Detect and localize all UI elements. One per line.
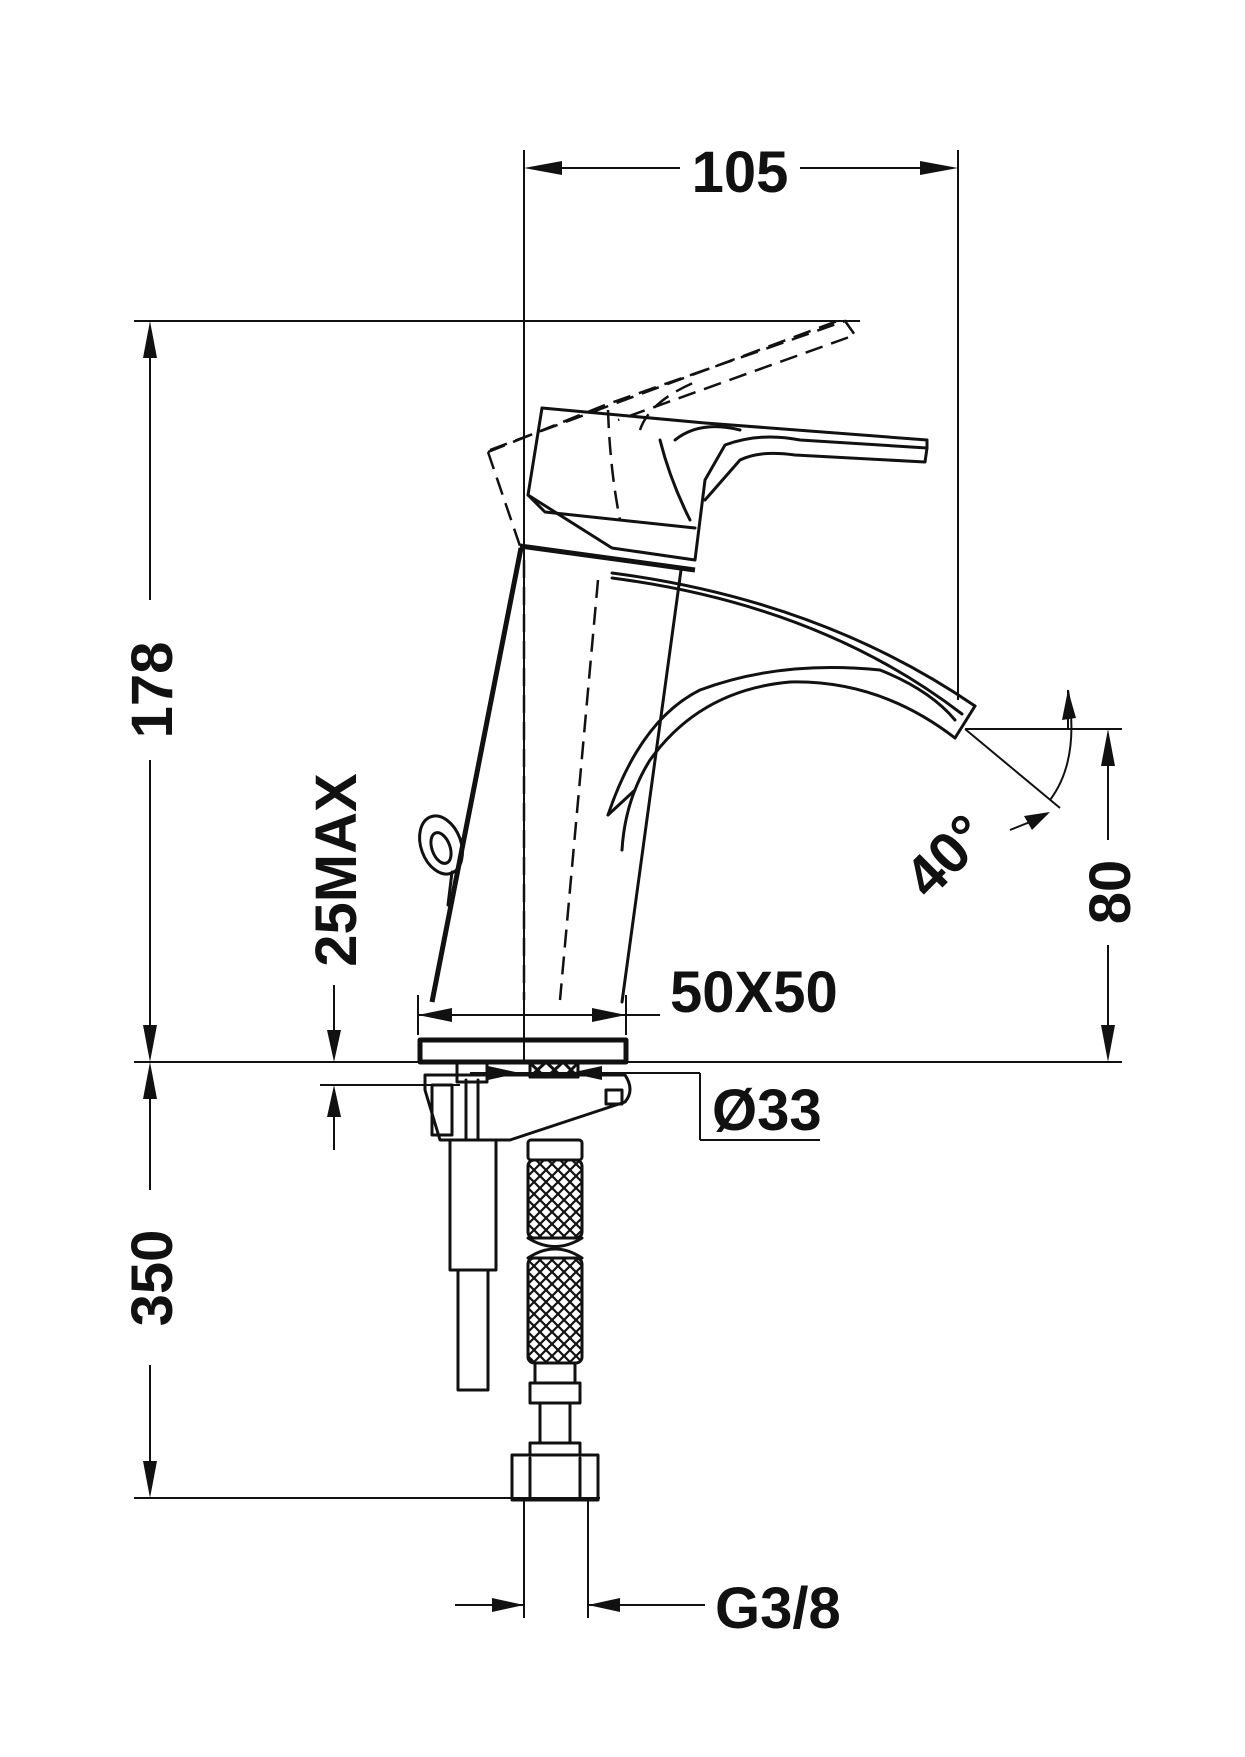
threaded-rod (448, 1060, 498, 1392)
dimension-label-g38: G3/8 (715, 1576, 841, 1641)
supply-hose (510, 1138, 600, 1502)
dimension-d33: Ø33 (470, 1066, 822, 1143)
dimension-label-350: 350 (120, 1230, 185, 1327)
dimension-80: 80 (965, 728, 1143, 1062)
dimension-g38: G3/8 (455, 1498, 841, 1641)
dimension-label-40deg: 40° (892, 802, 1000, 910)
dimension-105: 105 (523, 140, 959, 1060)
faucet-body (418, 543, 977, 1004)
dimension-25max: 25MAX (304, 773, 460, 1150)
dimension-label-25max: 25MAX (304, 773, 369, 967)
dimension-label-105: 105 (692, 140, 789, 205)
lever-handle-raised (486, 318, 857, 547)
dimension-178: 178 (120, 320, 860, 1062)
dimension-label-50x50: 50X50 (670, 960, 838, 1025)
lever-handle (526, 406, 929, 562)
dimension-angle-40: 40° (892, 689, 1076, 910)
dimension-label-178: 178 (120, 642, 185, 739)
dimension-350: 350 (120, 1062, 600, 1499)
dimension-label-d33: Ø33 (712, 1078, 822, 1143)
dimension-50x50: 50X50 (417, 960, 838, 1035)
dimension-label-80: 80 (1078, 860, 1143, 925)
base-plate (417, 1037, 629, 1065)
